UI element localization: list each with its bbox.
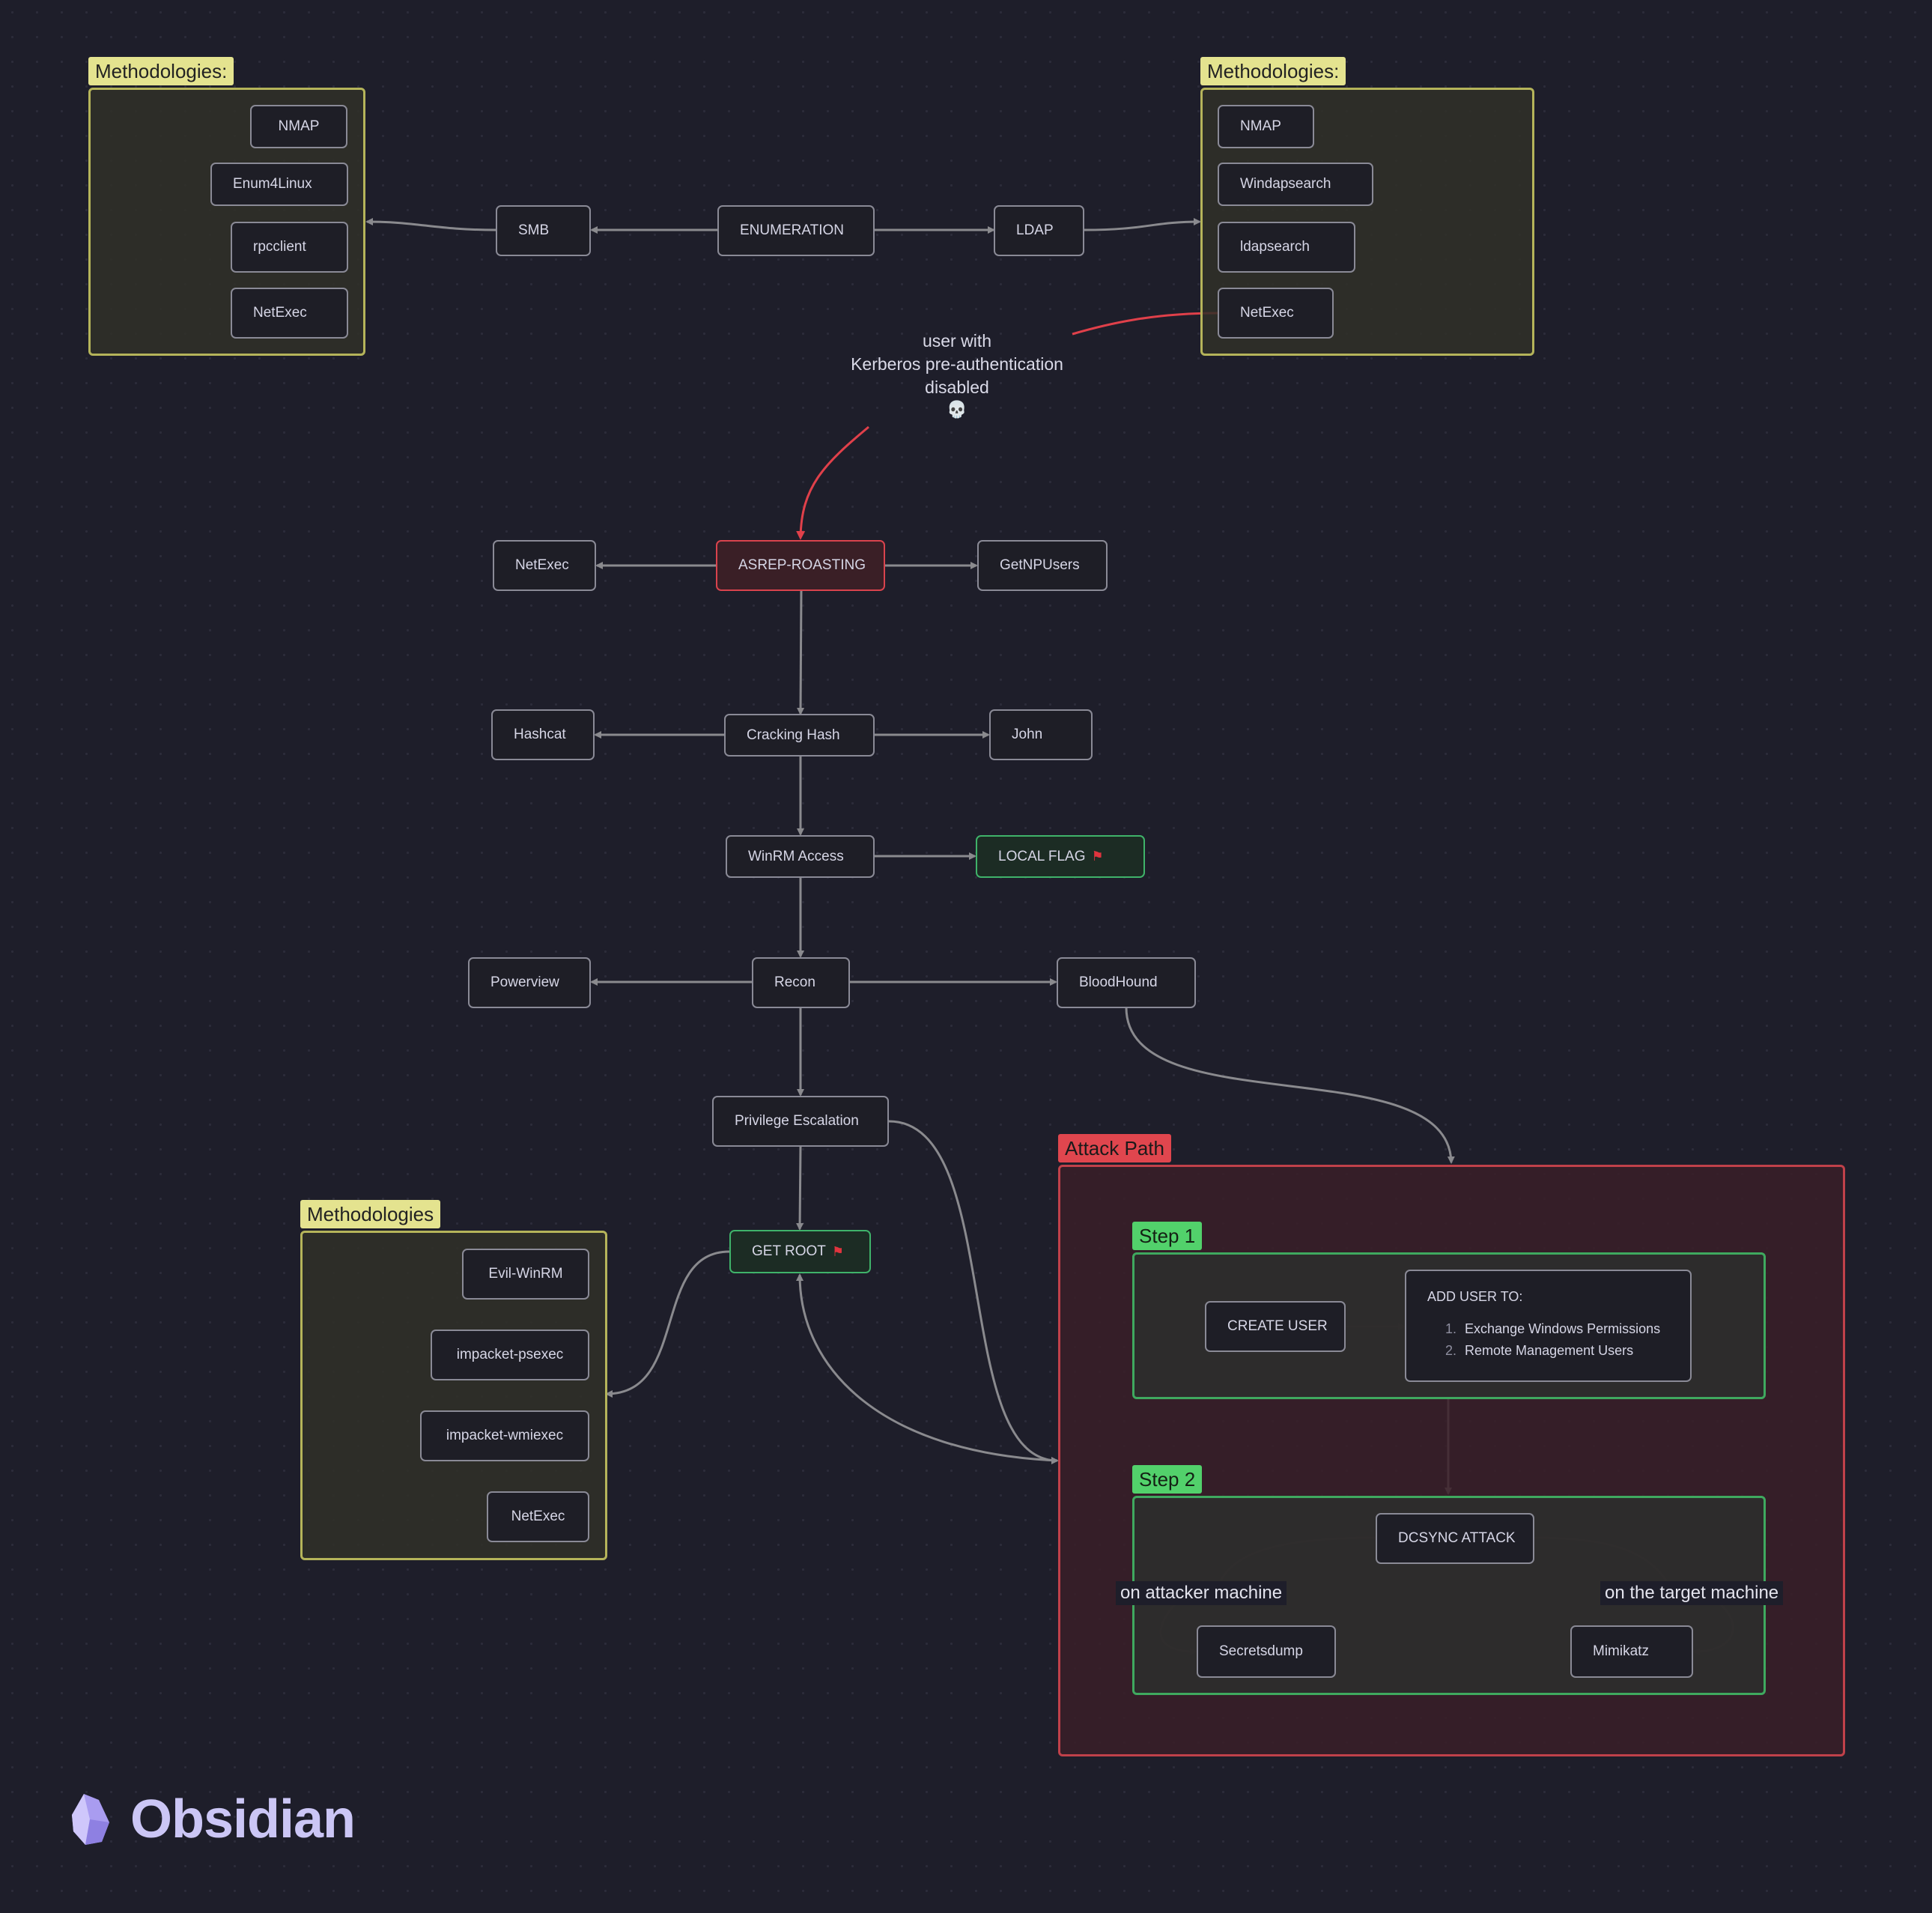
ldap-node[interactable]: LDAP xyxy=(994,205,1084,256)
list-number: 1. xyxy=(1445,1321,1457,1336)
ldap-windapsearch-node[interactable]: Windapsearch xyxy=(1218,163,1373,206)
attacker-machine-label: on attacker machine xyxy=(1116,1581,1287,1605)
ldap-ldapsearch-node[interactable]: ldapsearch xyxy=(1218,222,1355,273)
smb-enum4linux-node[interactable]: Enum4Linux xyxy=(210,163,348,206)
group-label: Methodologies: xyxy=(1200,57,1346,85)
privilege-escalation-node[interactable]: Privilege Escalation xyxy=(712,1096,889,1147)
smb-nmap-node[interactable]: NMAP xyxy=(250,105,347,148)
dcsync-attack-node[interactable]: DCSYNC ATTACK xyxy=(1376,1513,1534,1564)
target-machine-label: on the target machine xyxy=(1600,1581,1784,1605)
note-line-3: disabled xyxy=(925,378,989,397)
group-label: Step 1 xyxy=(1132,1222,1203,1250)
edge-note-asrep xyxy=(796,425,869,540)
secretsdump-node[interactable]: Secretsdump xyxy=(1197,1625,1336,1678)
note-line-1: user with xyxy=(922,331,992,351)
group-label: Methodologies: xyxy=(88,57,234,85)
red-flag-icon: ⚑ xyxy=(831,1243,845,1259)
obsidian-crystal-icon xyxy=(72,1794,109,1845)
add-user-node[interactable]: ADD USER TO: 1. Exchange Windows Permiss… xyxy=(1405,1270,1692,1382)
smb-rpcclient-node[interactable]: rpcclient xyxy=(231,222,348,273)
list-number: 2. xyxy=(1445,1343,1457,1358)
mimikatz-node[interactable]: Mimikatz xyxy=(1570,1625,1693,1678)
bloodhound-node[interactable]: BloodHound xyxy=(1057,957,1196,1008)
asrep-netexec-node[interactable]: NetExec xyxy=(493,540,596,591)
asrep-roasting-node[interactable]: ASREP-ROASTING xyxy=(716,540,885,591)
get-root-label: GET ROOT xyxy=(752,1243,826,1259)
impacket-psexec-node[interactable]: impacket-psexec xyxy=(431,1330,589,1380)
list-item: 1. Exchange Windows Permissions xyxy=(1445,1321,1669,1337)
winrm-access-node[interactable]: WinRM Access xyxy=(726,835,875,878)
local-flag-label: LOCAL FLAG xyxy=(998,848,1086,864)
obsidian-logo-text: Obsidian xyxy=(130,1789,356,1849)
edge-netexec-note xyxy=(1072,312,1219,336)
hashcat-node[interactable]: Hashcat xyxy=(491,709,595,760)
edge-attackpath-root xyxy=(796,1273,1058,1462)
get-root-node[interactable]: GET ROOT ⚑ xyxy=(729,1230,871,1273)
edge-privesc-attackpath xyxy=(888,1120,1059,1464)
edge-root-methods xyxy=(605,1250,730,1398)
powerview-node[interactable]: Powerview xyxy=(468,957,591,1008)
list-item: 2. Remote Management Users xyxy=(1445,1343,1669,1359)
add-user-title: ADD USER TO: xyxy=(1427,1289,1523,1304)
kerberos-note: user with Kerberos pre-authentication di… xyxy=(824,330,1090,420)
impacket-wmiexec-node[interactable]: impacket-wmiexec xyxy=(420,1410,589,1461)
local-flag-node[interactable]: LOCAL FLAG ⚑ xyxy=(976,835,1145,878)
cracking-hash-node[interactable]: Cracking Hash xyxy=(724,714,875,757)
edge-privesc-root xyxy=(796,1146,804,1231)
group-label: Attack Path xyxy=(1058,1134,1171,1162)
edge-ldap-methods xyxy=(1084,218,1201,231)
ldap-nmap-node[interactable]: NMAP xyxy=(1218,105,1314,148)
smb-netexec-node[interactable]: NetExec xyxy=(231,288,348,339)
obsidian-logo: Obsidian xyxy=(69,1789,356,1850)
root-netexec-node[interactable]: NetExec xyxy=(487,1491,589,1542)
edge-bloodhound-attackpath xyxy=(1125,1007,1455,1164)
ldap-netexec-node[interactable]: NetExec xyxy=(1218,288,1334,339)
create-user-node[interactable]: CREATE USER xyxy=(1205,1301,1346,1352)
group-label: Step 2 xyxy=(1132,1465,1203,1494)
skull-icon: 💀 xyxy=(947,400,967,419)
list-text: Remote Management Users xyxy=(1465,1343,1634,1358)
edge-smb-methods xyxy=(365,218,496,231)
list-text: Exchange Windows Permissions xyxy=(1465,1321,1661,1336)
evil-winrm-node[interactable]: Evil-WinRM xyxy=(462,1249,589,1300)
enumeration-node[interactable]: ENUMERATION xyxy=(717,205,875,256)
red-flag-icon: ⚑ xyxy=(1091,849,1104,864)
note-line-2: Kerberos pre-authentication xyxy=(851,354,1063,374)
group-label: Methodologies xyxy=(300,1200,441,1228)
john-node[interactable]: John xyxy=(989,709,1093,760)
recon-node[interactable]: Recon xyxy=(752,957,850,1008)
smb-node[interactable]: SMB xyxy=(496,205,591,256)
getnpusers-node[interactable]: GetNPUsers xyxy=(977,540,1108,591)
